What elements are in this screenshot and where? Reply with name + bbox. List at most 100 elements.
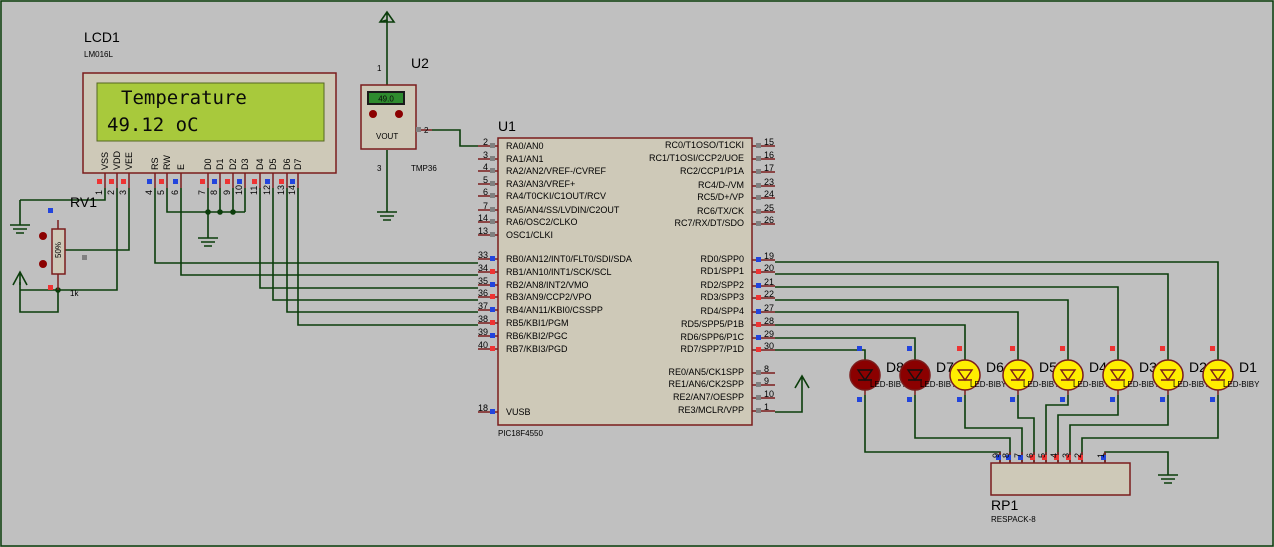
u1-pin-state	[490, 156, 495, 161]
lcd-pin-state	[212, 179, 217, 184]
u1-pin-name: RE0/AN5/CK1SPP	[668, 367, 744, 377]
led-lens	[1102, 359, 1134, 391]
lcd-pin-number: 8	[209, 190, 219, 195]
lcd-pin-name: VDD	[112, 150, 122, 170]
led-anode-state	[1010, 346, 1015, 351]
led-lens	[899, 359, 931, 391]
diode-icon	[1109, 369, 1127, 382]
led-ref-label: D2	[1189, 359, 1207, 375]
u1-pin-name: RA4/T0CKI/C1OUT/RCV	[506, 191, 606, 201]
u1-pin-name: OSC1/CLKI	[506, 230, 553, 240]
led-ref-label: D5	[1039, 359, 1057, 375]
u1-pin-state	[490, 320, 495, 325]
u1-pin-name: RC7/RX/DT/SDO	[674, 218, 744, 228]
u1-pin-number: 39	[478, 327, 488, 337]
u1-pin-state	[490, 232, 495, 237]
u1-pin-name: RB5/KBI1/PGM	[506, 318, 569, 328]
u2-display-value: 49.0	[378, 95, 394, 104]
u1-ref-label: U1	[498, 118, 516, 134]
lcd-pin-name: D7	[293, 158, 303, 170]
lcd-pin-state	[265, 179, 270, 184]
led-cathode-state	[1210, 397, 1215, 402]
u1-pin-number: 34	[478, 263, 488, 273]
u1-pin-number: 13	[478, 226, 488, 236]
u1-pin-name: RB0/AN12/INT0/FLT0/SDI/SDA	[506, 254, 632, 264]
u1-pin-state	[756, 283, 761, 288]
lcd-pin-name: E	[176, 164, 186, 170]
u1-pin-name: RE3/MCLR/VPP	[678, 405, 744, 415]
potentiometer-rv1[interactable]: RV1 50% 1k	[39, 194, 97, 298]
lcd-pin-number: 6	[170, 190, 180, 195]
u1-pin-state	[490, 269, 495, 274]
led-lens	[1002, 359, 1034, 391]
u2-pin2-label: 2	[424, 126, 429, 135]
lcd-pin-number: 5	[156, 190, 166, 195]
u1-pin-state	[756, 209, 761, 214]
u1-pin-name: RB1/AN10/INT1/SCK/SCL	[506, 267, 612, 277]
rv1-decrement-button[interactable]	[39, 232, 47, 240]
lcd-pin-group: VSS1VDD2VEE3RS4RW5E6D07D18D29D310D411D51…	[94, 150, 303, 195]
led-part-label: LED-BIBY	[970, 380, 1007, 389]
lcd-pin-state	[237, 179, 242, 184]
diode-icon	[856, 369, 874, 382]
u1-pin-name: RA3/AN3/VREF+	[506, 179, 575, 189]
u1-pin-state	[490, 333, 495, 338]
lcd-module[interactable]: LCD1 LM016L Temperature 49.12 oC VSS1VDD…	[82, 29, 337, 195]
lcd-pin-name: D1	[215, 158, 225, 170]
u1-pin-number: 2	[483, 137, 488, 147]
diode-icon	[1159, 369, 1177, 382]
u1-pin-state	[490, 346, 495, 351]
u1-pin-state	[490, 193, 495, 198]
u2-temp-up-button[interactable]	[395, 110, 403, 118]
u1-pin-name: RD2/SPP2	[700, 280, 744, 290]
led-part-label: LED-BIBY	[1023, 380, 1060, 389]
led-cathode-state	[857, 397, 862, 402]
u2-temp-down-button[interactable]	[369, 110, 377, 118]
u1-pin-name: RD4/SPP4	[700, 306, 744, 316]
u1-pin-state	[756, 395, 761, 400]
lcd-pin-name: D0	[203, 158, 213, 170]
lcd-pin-name: RW	[162, 155, 172, 170]
u1-pin-state	[756, 382, 761, 387]
u1-pin-name: RA2/AN2/VREF-/CVREF	[506, 166, 607, 176]
u1-pin-name: RE1/AN6/CK2SPP	[668, 379, 744, 389]
led-part-label: LED-BIBY	[1223, 380, 1260, 389]
u1-pin-number: 26	[764, 215, 774, 225]
led-cathode-state	[1110, 397, 1115, 402]
rv1-increment-button[interactable]	[39, 260, 47, 268]
led-anode-state	[957, 346, 962, 351]
rp1-pin-number: 7	[1013, 453, 1023, 458]
rp1-pin-state	[1006, 455, 1011, 460]
u1-pin-number: 10	[764, 389, 774, 399]
lcd-pin-number: 7	[197, 190, 207, 195]
led-ref-label: D1	[1239, 359, 1257, 375]
u1-pin-number: 1	[764, 402, 769, 412]
lcd-pin-number: 10	[234, 185, 244, 195]
u1-pin-number: 30	[764, 341, 774, 351]
rp1-pin-state	[1054, 455, 1059, 460]
led-ref-label: D7	[936, 359, 954, 375]
u1-pin-number: 40	[478, 340, 488, 350]
u1-pin-number: 22	[764, 289, 774, 299]
lcd-pin-number: 4	[144, 190, 154, 195]
lcd-pin-state	[97, 179, 102, 184]
rv1-ref-label: RV1	[70, 194, 97, 210]
rp1-pin-number: 3	[1061, 453, 1071, 458]
u1-pin-name: RD3/SPP3	[700, 292, 744, 302]
u1-pin-name: RC5/D+/VP	[697, 192, 744, 202]
led-part-label: LED-BIBY	[1123, 380, 1160, 389]
temperature-sensor-u2[interactable]: U2 1 49.0 VOUT 2 3 TMP36	[360, 55, 437, 173]
u2-part-label: TMP36	[411, 164, 437, 173]
u1-pin-number: 25	[764, 203, 774, 213]
rp1-pin-state	[1066, 455, 1071, 460]
